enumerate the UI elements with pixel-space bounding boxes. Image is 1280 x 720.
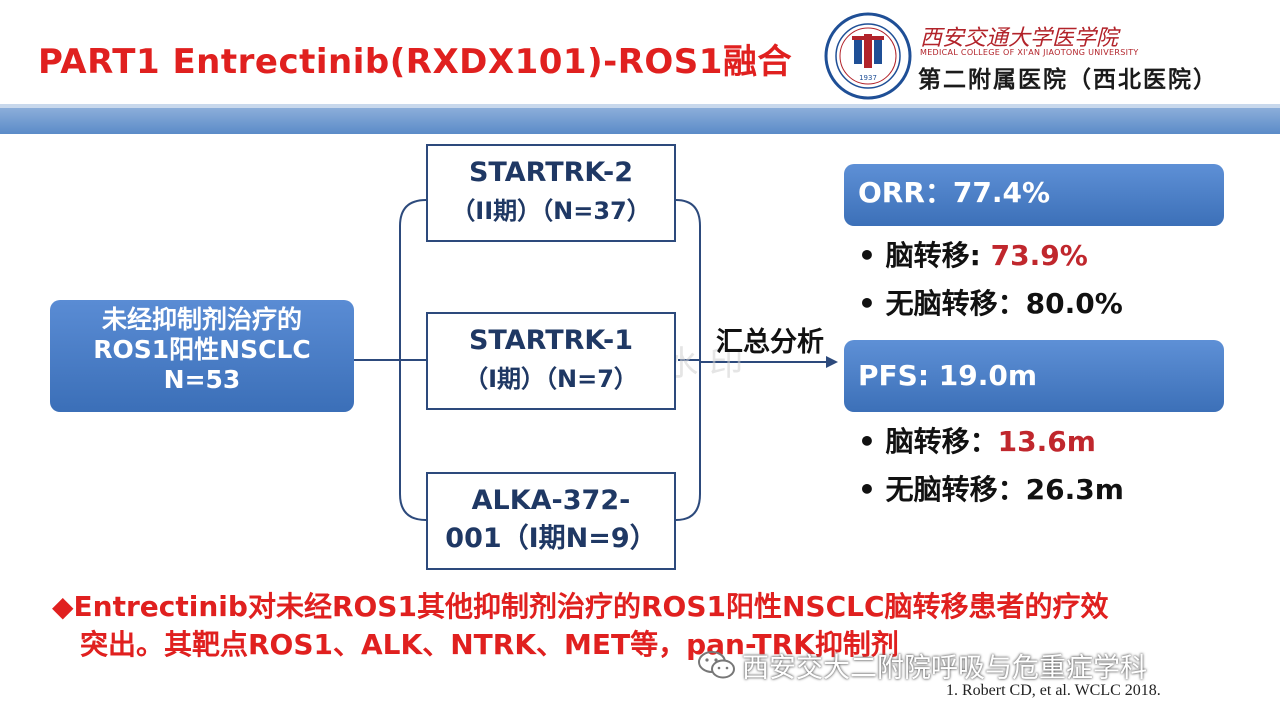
trial-detail: （I期）（N=7）	[464, 365, 638, 393]
bullet-glyph: •	[858, 473, 876, 506]
wechat-account-watermark: 西安交大二附院呼吸与危重症学科	[742, 653, 1147, 684]
orr-brain-value: 73.9%	[990, 239, 1088, 272]
pfs-box: PFS: 19.0m	[844, 340, 1224, 412]
note-line-1-text: Entrectinib对未经ROS1其他抑制剂治疗的ROS1阳性NSCLC脑转移…	[73, 590, 1109, 623]
orr-brain-label: 脑转移:	[885, 239, 991, 272]
trial-box-startrk-1: STARTRK-1 （I期）（N=7）	[426, 312, 676, 410]
diamond-bullet-icon: ◆	[52, 590, 74, 623]
orr-no-brain-label: 无脑转移：	[885, 287, 1026, 320]
trial-detail: 001（I期N=9）	[445, 523, 657, 554]
population-line-3: N=53	[163, 365, 241, 394]
trial-box-startrk-2: STARTRK-2 （II期）（N=37）	[426, 144, 676, 242]
trial-name: ALKA-372-	[471, 485, 631, 516]
college-english-name: MEDICAL COLLEGE OF XI'AN JIAOTONG UNIVER…	[920, 48, 1139, 57]
pfs-brain-label: 脑转移：	[885, 425, 998, 458]
orr-no-brain-metastasis: • 无脑转移：80.0%	[858, 282, 1123, 322]
wechat-logo-icon	[698, 651, 735, 679]
pfs-brain-value: 13.6m	[997, 425, 1096, 458]
orr-no-brain-value: 80.0%	[1025, 287, 1123, 320]
hospital-logo: 1937 西安交通大学医学院 MEDICAL COLLEGE OF XI'AN …	[824, 12, 1274, 104]
bullet-glyph: •	[858, 239, 876, 272]
seal-year: 1937	[859, 74, 877, 82]
note-line-1: ◆Entrectinib对未经ROS1其他抑制剂治疗的ROS1阳性NSCLC脑转…	[52, 588, 1252, 626]
pfs-no-brain-label: 无脑转移：	[885, 473, 1026, 506]
hospital-name: 第二附属医院（西北医院）	[918, 66, 1218, 93]
population-line-1: 未经抑制剂治疗的	[101, 305, 302, 334]
pfs-no-brain-value: 26.3m	[1025, 473, 1124, 506]
college-name: 西安交通大学医学院	[920, 26, 1119, 51]
trial-name: STARTRK-1	[468, 325, 634, 356]
header-band	[0, 104, 1280, 134]
note-line-2: 突出。其靶点ROS1、ALK、NTRK、MET等，pan-TRK抑制剂	[80, 628, 899, 661]
patient-population-box: 未经抑制剂治疗的 ROS1阳性NSCLC N=53	[50, 300, 354, 412]
university-seal-icon: 1937	[824, 12, 912, 100]
trial-detail: （II期）（N=37）	[451, 197, 651, 225]
conclusion-note: ◆Entrectinib对未经ROS1其他抑制剂治疗的ROS1阳性NSCLC脑转…	[52, 588, 1252, 664]
orr-brain-metastasis: • 脑转移: 73.9%	[858, 234, 1088, 274]
pooled-analysis-label: 汇总分析	[716, 327, 824, 358]
trial-name: STARTRK-2	[468, 157, 634, 188]
bullet-glyph: •	[858, 425, 876, 458]
header-band-highlight	[0, 104, 1280, 108]
pfs-no-brain-metastasis: • 无脑转移：26.3m	[858, 468, 1124, 508]
slide-title: PART1 Entrectinib(RXDX101)-ROS1融合	[38, 42, 792, 82]
pfs-brain-metastasis: • 脑转移：13.6m	[858, 420, 1096, 460]
orr-box: ORR：77.4%	[844, 164, 1224, 226]
reference-citation: 1. Robert CD, et al. WCLC 2018.	[946, 682, 1161, 699]
trial-box-alka-372-001: ALKA-372- 001（I期N=9）	[426, 472, 676, 570]
bullet-glyph: •	[858, 287, 876, 320]
population-line-2: ROS1阳性NSCLC	[93, 335, 311, 364]
